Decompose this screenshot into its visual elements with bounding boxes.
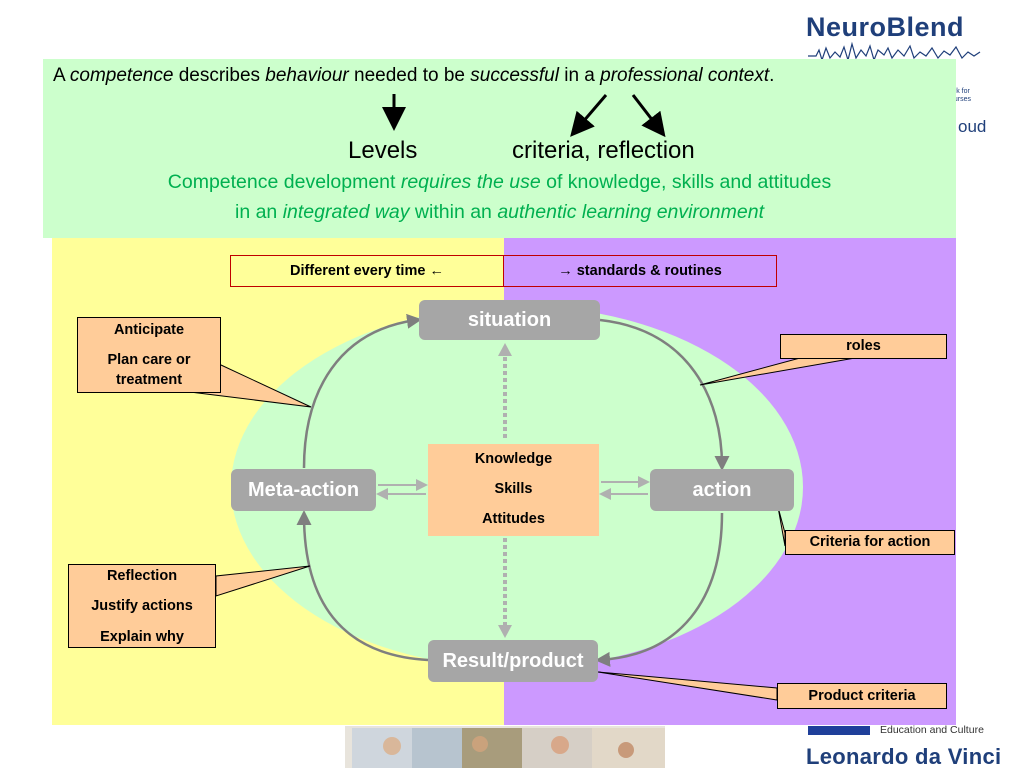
reflection-label: Reflection (106, 568, 178, 584)
leonardo-da-vinci-label: Leonardo da Vinci (806, 744, 1002, 769)
levels-label: Levels (348, 137, 418, 164)
definition-box: A competence describes behaviour needed … (43, 59, 956, 238)
result-product-node: Result/product (428, 640, 598, 682)
knowledge-label: Knowledge (474, 451, 553, 467)
eu-flag-icon (808, 726, 870, 735)
criteria-for-action-callout: Criteria for action (785, 530, 955, 555)
attitudes-label: Attitudes (482, 511, 545, 527)
criteria-reflection-label: criteria, reflection (512, 137, 695, 164)
meta-action-node: Meta-action (231, 469, 376, 511)
development-line-2: in an integrated way within an authentic… (234, 201, 764, 223)
standards-routines-label: → standards & routines (503, 255, 777, 287)
reflection-callout: Reflection Justify actions Explain why (68, 564, 216, 648)
different-every-time-label: Different every time ← (230, 255, 503, 287)
anticipate-callout: Anticipate Plan care or treatment (77, 317, 221, 393)
knowledge-skills-attitudes-box: Knowledge Skills Attitudes (428, 444, 599, 536)
development-line-1: Competence development requires the use … (167, 171, 832, 193)
roles-callout: roles (780, 334, 947, 359)
logo-partial-word: oud (958, 117, 987, 136)
anticipate-label: Anticipate (113, 322, 185, 338)
plan-care-label: Plan care or treatment (107, 352, 191, 388)
justify-actions-label: Justify actions (91, 598, 193, 614)
competence-definition: A competence describes behaviour needed … (53, 65, 775, 86)
product-criteria-callout: Product criteria (777, 683, 947, 709)
situation-node: situation (419, 300, 600, 340)
explain-why-label: Explain why (100, 629, 184, 645)
skills-label: Skills (494, 481, 533, 497)
neuroblend-logo: NeuroBlend (806, 12, 965, 42)
education-culture-label: Education and Culture (880, 724, 984, 736)
action-node: action (650, 469, 794, 511)
